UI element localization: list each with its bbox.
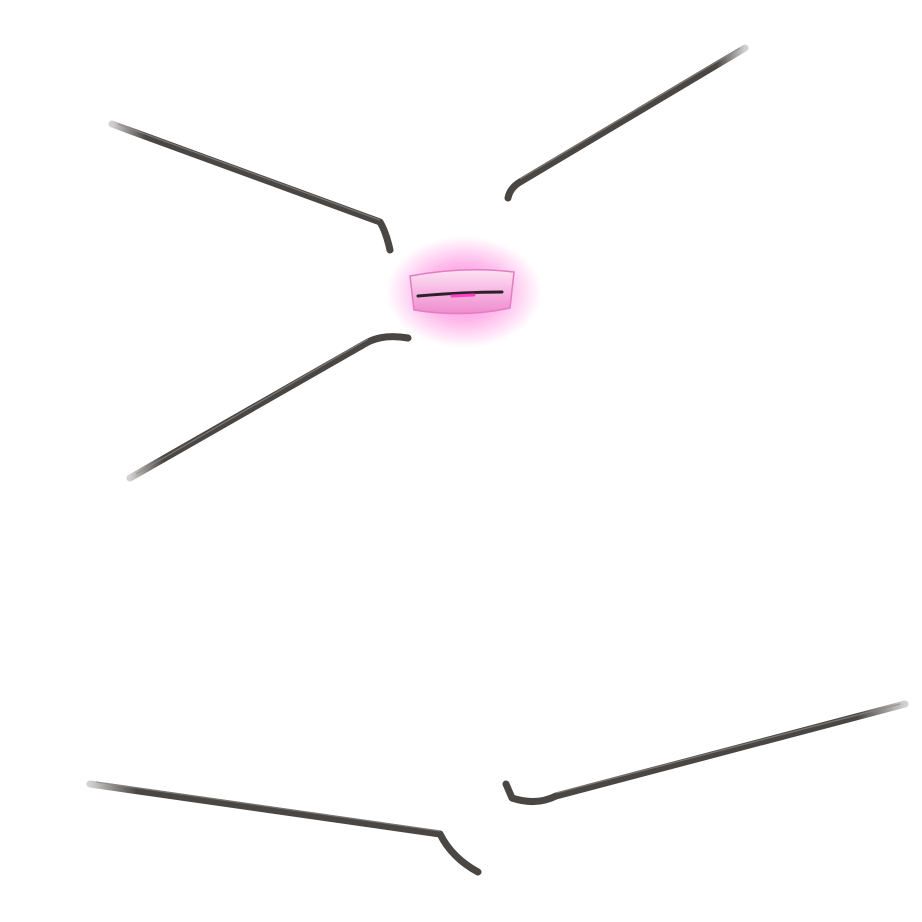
wire-upper-left bbox=[108, 120, 394, 254]
badge-slot-light bbox=[450, 293, 476, 298]
wire-middle-left bbox=[126, 333, 412, 482]
glowing-badge bbox=[386, 236, 542, 348]
wire-lower-right bbox=[502, 700, 909, 805]
wire-lower-left bbox=[86, 780, 482, 876]
wire-upper-right bbox=[504, 44, 749, 202]
badge-slot bbox=[416, 290, 504, 298]
